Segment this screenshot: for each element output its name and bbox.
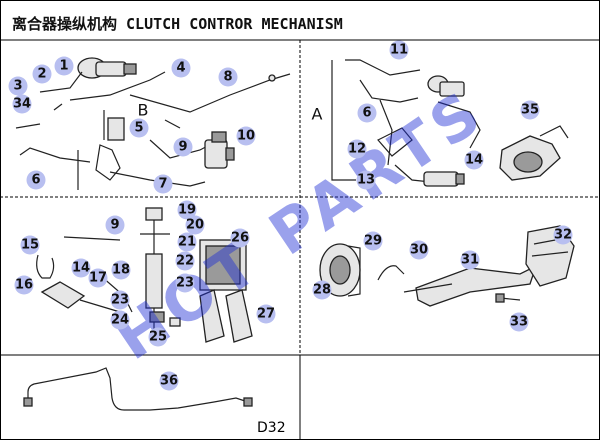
callout-36-label: 36 [160, 374, 178, 389]
callout-14-top: 14 [464, 150, 484, 170]
callout-15: 15 [20, 235, 40, 255]
callout-29-label: 29 [364, 234, 382, 249]
callout-29: 29 [363, 231, 383, 251]
callout-11-label: 11 [390, 43, 408, 58]
callout-7: 7 [153, 174, 173, 194]
callout-19-label: 19 [178, 203, 196, 218]
callout-26: 26 [230, 228, 250, 248]
callout-5: 5 [129, 118, 149, 138]
callout-30: 30 [409, 240, 429, 260]
callout-30-label: 30 [410, 243, 428, 258]
panel-divider-dashed [0, 40, 600, 355]
callout-8: 8 [218, 67, 238, 87]
callout-32: 32 [553, 225, 573, 245]
callout-9-mid: 9 [105, 215, 125, 235]
callout-14-mid: 14 [71, 258, 91, 278]
callout-12: 12 [347, 139, 367, 159]
callout-35: 35 [520, 100, 540, 120]
callout-21-label: 21 [178, 235, 196, 250]
callout-18-label: 18 [112, 263, 130, 278]
callout-13-label: 13 [357, 173, 375, 188]
callout-16-label: 16 [15, 278, 33, 293]
callout-5-label: 5 [134, 121, 143, 136]
callout-6-left-label: 6 [31, 173, 40, 188]
callout-2-label: 2 [37, 67, 46, 82]
callout-14-mid-label: 14 [72, 261, 90, 276]
callout-10-label: 10 [237, 129, 255, 144]
callout-12-label: 12 [348, 142, 366, 157]
callout-24: 24 [110, 310, 130, 330]
callout-23-right-label: 23 [176, 276, 194, 291]
callout-32-label: 32 [554, 228, 572, 243]
callout-3: 3 [8, 76, 28, 96]
callout-18: 18 [111, 260, 131, 280]
panel-top-left-parts [15, 57, 291, 190]
callout-6-left: 6 [26, 170, 46, 190]
callout-25-label: 25 [149, 330, 167, 345]
callout-21: 21 [177, 232, 197, 252]
callout-4: 4 [171, 58, 191, 78]
callout-8-label: 8 [223, 70, 232, 85]
callout-33: 33 [509, 312, 529, 332]
callout-19: 19 [177, 200, 197, 220]
callout-22: 22 [175, 251, 195, 271]
panel-top-right-parts [331, 59, 569, 187]
callout-3-label: 3 [13, 79, 22, 94]
callout-13: 13 [356, 170, 376, 190]
callout-7-label: 7 [158, 177, 167, 192]
callout-22-label: 22 [176, 254, 194, 269]
callout-28-label: 28 [313, 283, 331, 298]
callout-31: 31 [460, 250, 480, 270]
callout-1: 1 [54, 56, 74, 76]
callout-10: 10 [236, 126, 256, 146]
callout-25: 25 [148, 327, 168, 347]
callout-20-label: 20 [186, 218, 204, 233]
callout-24-label: 24 [111, 313, 129, 328]
callout-33-label: 33 [510, 315, 528, 330]
callout-1-label: 1 [59, 59, 68, 74]
callout-4-label: 4 [176, 61, 185, 76]
callout-23-right: 23 [175, 273, 195, 293]
callout-36: 36 [159, 371, 179, 391]
callout-26-label: 26 [231, 231, 249, 246]
side-label-b: B [138, 101, 149, 120]
callout-35-label: 35 [521, 103, 539, 118]
callout-17-label: 17 [89, 271, 107, 286]
callout-15-label: 15 [21, 238, 39, 253]
callout-23-left: 23 [110, 290, 130, 310]
callout-17: 17 [88, 268, 108, 288]
callout-27: 27 [256, 304, 276, 324]
page-code: D32 [257, 420, 286, 436]
callout-16: 16 [14, 275, 34, 295]
callout-2: 2 [32, 64, 52, 84]
callout-14-top-label: 14 [465, 153, 483, 168]
callout-28: 28 [312, 280, 332, 300]
callout-27-label: 27 [257, 307, 275, 322]
diagram-title: 离合器操纵机构 CLUTCH CONTROR MECHANISM [12, 15, 343, 33]
panel-mid-right-parts [319, 225, 575, 307]
callout-11: 11 [389, 40, 409, 60]
callout-9-top: 9 [173, 137, 193, 157]
callout-6-right-label: 6 [362, 106, 371, 121]
panel-mid-left-parts [36, 207, 253, 343]
callout-23-left-label: 23 [111, 293, 129, 308]
callout-34-label: 34 [13, 97, 31, 112]
callout-6-right: 6 [357, 103, 377, 123]
callout-9-top-label: 9 [178, 140, 187, 155]
callout-31-label: 31 [461, 253, 479, 268]
panel-bottom-left-parts [23, 367, 253, 411]
callout-20: 20 [185, 215, 205, 235]
callout-34: 34 [12, 94, 32, 114]
callout-9-mid-label: 9 [110, 218, 119, 233]
side-label-a: A [312, 105, 323, 124]
